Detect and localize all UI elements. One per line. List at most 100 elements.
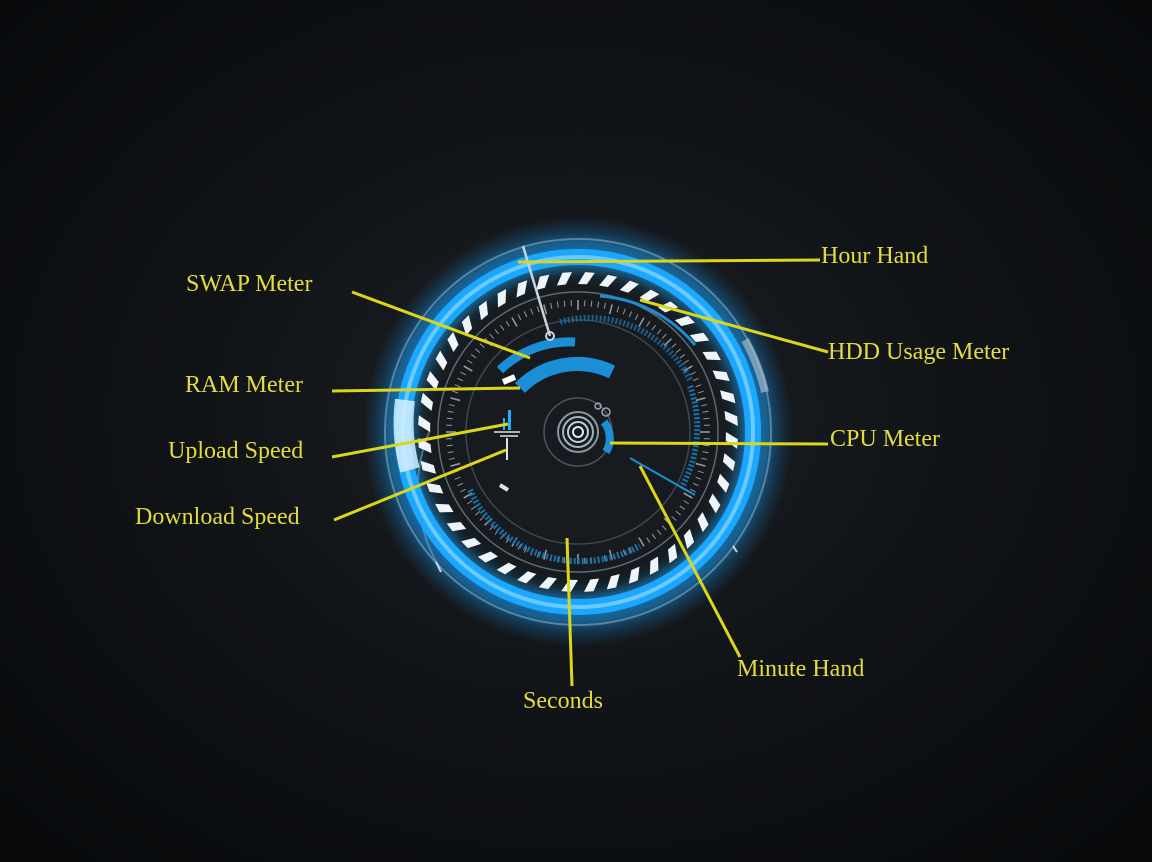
- dash-segment: [418, 438, 432, 454]
- tick-mark: [556, 301, 559, 308]
- tick-mark: [536, 306, 540, 313]
- ram-meter-leader: [331, 386, 521, 393]
- tick-mark: [463, 492, 473, 499]
- outer-tick-right: [732, 545, 738, 553]
- dash-segment: [619, 280, 639, 293]
- tick-mark: [695, 384, 702, 388]
- tick-mark: [675, 348, 681, 354]
- center-dot-1: [594, 402, 602, 410]
- dash-segment: [516, 280, 528, 298]
- tick-mark: [651, 533, 656, 540]
- dash-segment: [649, 556, 659, 575]
- tick-mark: [622, 549, 626, 556]
- tick-mark: [457, 377, 464, 382]
- hud-clock: [363, 217, 793, 647]
- tick-mark: [530, 308, 534, 315]
- download-speed-bar: [506, 438, 508, 460]
- tick-mark: [460, 371, 466, 376]
- tick-mark: [702, 410, 709, 413]
- tick-mark: [517, 314, 522, 320]
- dash-segment: [497, 289, 507, 308]
- inner-top-arc: [559, 315, 693, 382]
- minute-hand-leader: [638, 465, 742, 658]
- label-swap-meter: SWAP Meter: [186, 271, 312, 297]
- tick-mark: [463, 365, 473, 372]
- dash-segment: [628, 566, 640, 584]
- tick-mark: [457, 482, 464, 487]
- tick-mark: [679, 505, 686, 510]
- center-dot-2: [601, 407, 611, 417]
- label-seconds: Seconds: [523, 688, 603, 714]
- tick-mark: [683, 492, 693, 499]
- tick-mark: [608, 304, 613, 315]
- tick-mark: [505, 537, 510, 543]
- tick-mark: [563, 300, 566, 307]
- label-download-speed: Download Speed: [135, 504, 300, 530]
- outer-tick-left: [435, 561, 442, 573]
- dash-segment: [478, 300, 488, 321]
- tick-mark: [450, 462, 461, 467]
- dash-segment: [446, 522, 467, 532]
- dash-segment: [584, 578, 600, 592]
- dash-segment: [447, 331, 459, 352]
- hour-hand-pivot: [545, 331, 555, 341]
- tick-mark: [638, 537, 645, 547]
- minute-hand: [629, 457, 696, 496]
- center-ring-1: [557, 411, 599, 453]
- dash-segment: [578, 272, 595, 285]
- leader-lines: [331, 258, 829, 687]
- dash-segment: [517, 571, 537, 584]
- tick-mark: [563, 557, 566, 564]
- tick-mark: [446, 444, 453, 447]
- tick-mark: [603, 555, 606, 562]
- seconds-leader: [565, 537, 574, 687]
- tick-mark: [690, 488, 696, 493]
- hdd-usage-meter-leader: [639, 298, 829, 354]
- dash-segment: [496, 562, 517, 575]
- tick-mark: [489, 525, 495, 531]
- tick-mark: [661, 333, 667, 339]
- dash-segment: [477, 551, 498, 563]
- tick-mark: [460, 488, 466, 493]
- tick-mark: [505, 321, 510, 327]
- swap-meter-arc: [496, 337, 576, 374]
- upload-speed-leader: [331, 422, 509, 459]
- tick-mark: [543, 304, 548, 315]
- tick-mark: [454, 476, 461, 480]
- ring-left-highlight: [393, 398, 420, 473]
- cpu-meter-arc: [600, 419, 614, 455]
- tick-mark: [447, 451, 454, 454]
- tick-mark: [470, 354, 477, 359]
- tick-mark: [523, 546, 528, 553]
- tick-mark: [646, 321, 651, 327]
- dash-segment: [683, 528, 695, 549]
- tick-mark: [651, 324, 656, 331]
- tick-mark: [683, 365, 693, 372]
- tick-mark: [550, 302, 553, 309]
- tick-mark: [690, 371, 696, 376]
- ring-right-highlight: [741, 338, 769, 393]
- dash-segment: [461, 537, 482, 549]
- dash-segment: [435, 503, 454, 513]
- tick-mark: [603, 302, 606, 309]
- callout-labels: Hour Hand SWAP Meter HDD Usage Meter RAM…: [135, 243, 1009, 714]
- tick-mark: [511, 317, 518, 327]
- download-speed-leader: [333, 448, 507, 522]
- tick-mark: [695, 397, 706, 402]
- dash-segment: [420, 392, 434, 411]
- dash-segment: [639, 289, 660, 302]
- tick-mark: [656, 529, 662, 535]
- label-minute-hand: Minute Hand: [737, 656, 864, 682]
- tick-mark: [475, 348, 481, 354]
- tick-mark: [479, 343, 485, 349]
- tick-mark: [475, 510, 481, 516]
- tick-mark: [703, 417, 710, 420]
- hour-hand-leader: [517, 258, 821, 264]
- dash-segment: [724, 410, 738, 426]
- tick-mark: [695, 462, 706, 467]
- tick-mark: [646, 537, 651, 543]
- gauge-mark-left: [498, 483, 510, 492]
- dash-segment: [708, 493, 721, 514]
- tick-mark: [622, 308, 626, 315]
